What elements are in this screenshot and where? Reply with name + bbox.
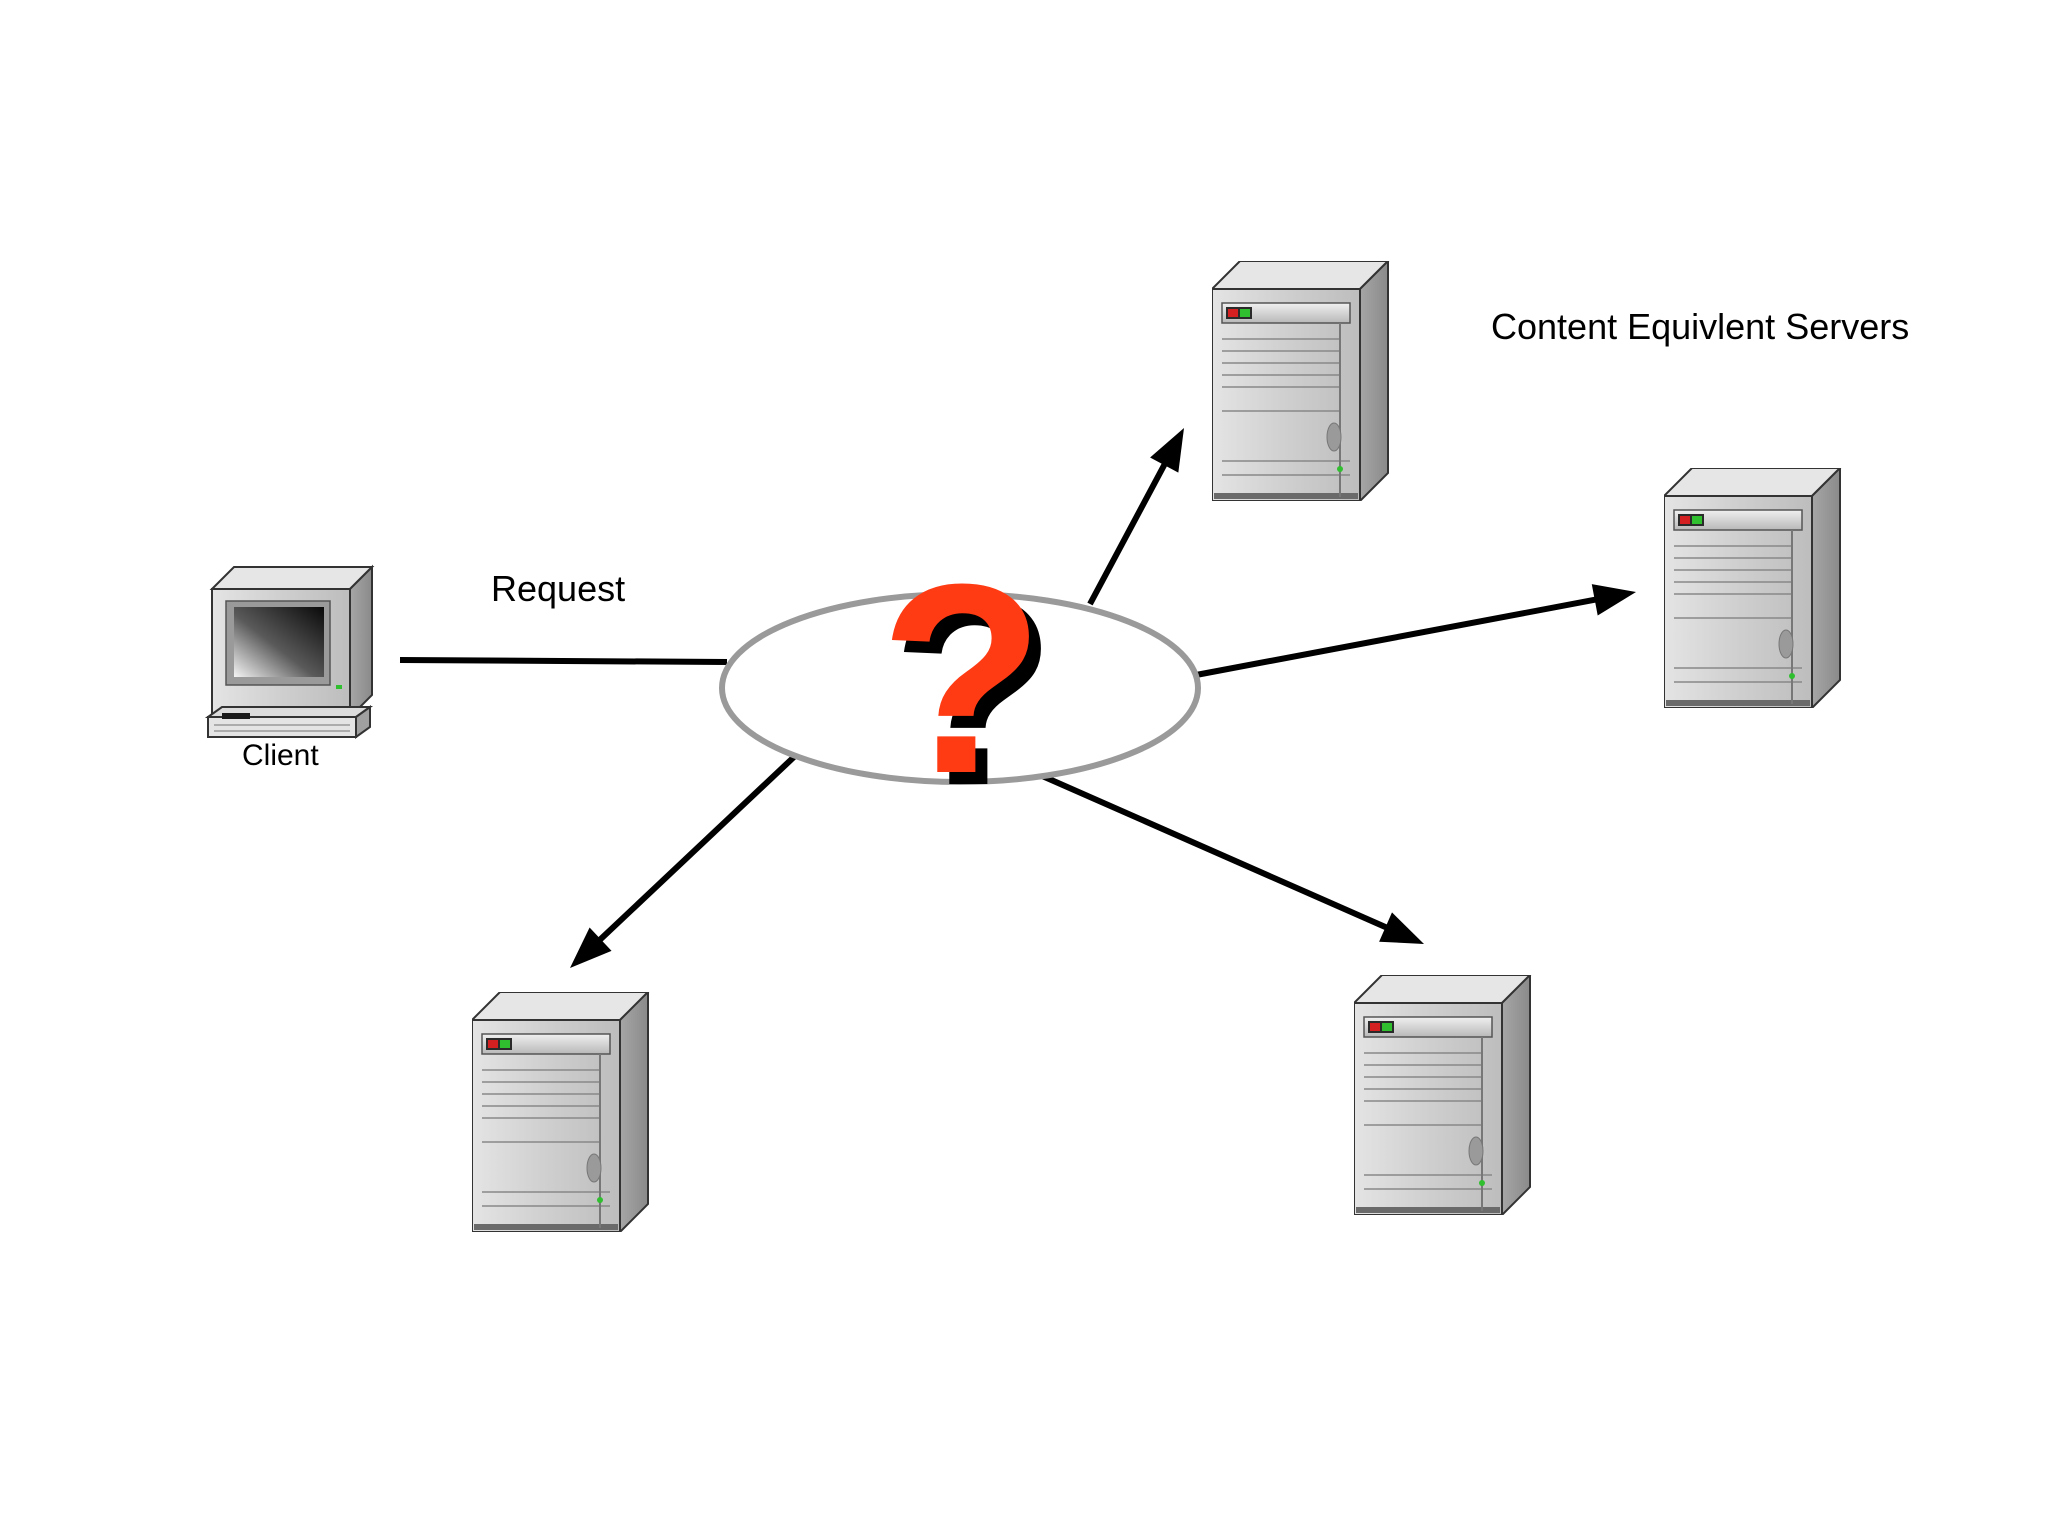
arrow-to-server-bottom-right [1038,772,1395,934]
client-label: Client [242,739,319,772]
question-mark-icon: ? ? [880,529,1057,842]
request-label: Request [491,568,626,609]
request-line [399,657,728,665]
svg-text:?: ? [892,541,1057,842]
server-right [1664,468,1841,708]
arrow-to-server-bottom-right-head [1379,912,1424,944]
arrow-to-server-right [1195,595,1604,678]
dispatcher-ellipse [719,591,1201,785]
arrow-to-server-top [1087,456,1171,606]
server-bottom-left [472,992,649,1232]
arrow-to-server-bottom-left-head [570,927,612,968]
svg-text:?: ? [880,529,1045,830]
connection-arrows [399,428,1636,968]
arrow-to-server-bottom-left [592,753,798,948]
servers-group-label: Content Equivlent Servers [1491,306,1910,347]
server-top [1212,261,1389,501]
arrow-to-server-right-head [1591,584,1636,616]
arrow-to-server-top-head [1150,428,1184,473]
client-computer-icon [204,564,375,739]
server-bottom-right [1354,975,1531,1215]
